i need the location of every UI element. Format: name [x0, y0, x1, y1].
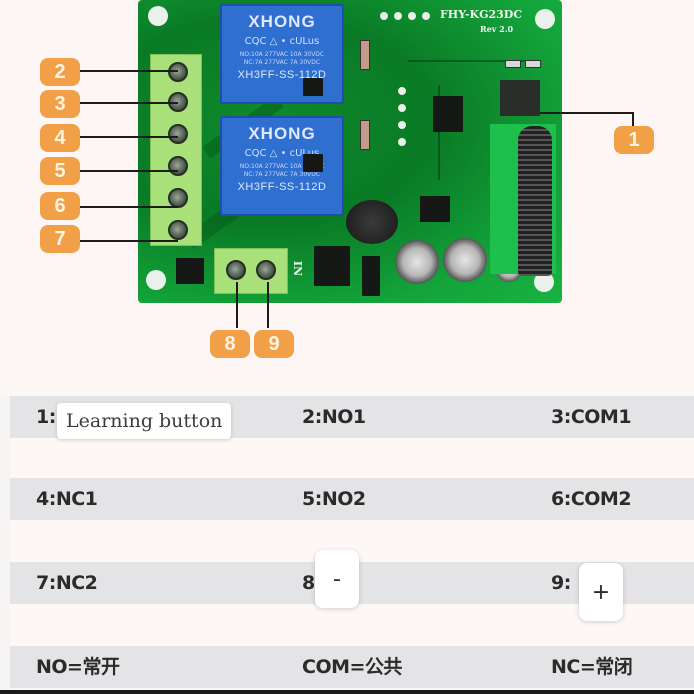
screw-terminal-4	[168, 124, 188, 144]
relay-2: XHONG CQC △ • cULus NO:10A 277VAC 10A 30…	[220, 116, 344, 216]
callout-1: 1	[614, 126, 654, 154]
learn-button-body	[500, 80, 540, 116]
capacitor	[395, 240, 439, 284]
capacitor	[346, 200, 398, 244]
mount-hole	[535, 9, 555, 29]
legend-nc: NC=常闭	[551, 656, 633, 678]
capacitor	[443, 238, 487, 282]
pin-2-cell: 2:NO1	[302, 406, 366, 428]
zoom-out-button[interactable]: -	[315, 550, 359, 608]
pin-6-cell: 6:COM2	[551, 488, 632, 510]
ic-chip	[433, 96, 463, 132]
bottom-edge	[0, 690, 694, 694]
board-model-label: FHY-KG23DC	[440, 8, 523, 21]
relay-1: XHONG CQC △ • cULus NO:10A 277VAC 10A 30…	[220, 4, 344, 104]
callout-3: 3	[40, 90, 80, 118]
pin-9-cell: 9:	[551, 572, 571, 594]
board-rev-label: Rev 2.0	[480, 24, 514, 34]
mount-hole	[148, 6, 168, 26]
translation-tooltip: Learning button	[57, 403, 232, 439]
callout-2: 2	[40, 58, 80, 86]
pin-7-cell: 7:NC2	[36, 572, 98, 594]
screw-terminal-7	[168, 220, 188, 240]
input-label: IN	[291, 260, 305, 277]
pin-5-cell: 5:NO2	[302, 488, 366, 510]
pin-4-cell: 4:NC1	[36, 488, 98, 510]
legend-row: NO=常开 COM=公共 NC=常闭	[10, 646, 694, 688]
mount-hole	[534, 272, 554, 292]
callout-9: 9	[254, 330, 294, 358]
product-image: XHONG CQC △ • cULus NO:10A 277VAC 10A 30…	[40, 0, 654, 358]
screw-terminal-2	[168, 62, 188, 82]
legend-com: COM=公共	[302, 656, 402, 678]
callout-7: 7	[40, 225, 80, 253]
antenna-coil	[518, 126, 552, 276]
screw-terminal-9	[256, 260, 276, 280]
pin-1-cell: 1:	[36, 406, 56, 428]
callout-8: 8	[210, 330, 250, 358]
zoom-in-button[interactable]: +	[579, 563, 623, 621]
callout-4: 4	[40, 124, 80, 152]
output-terminal-block	[150, 54, 202, 246]
table-row: 4:NC1 5:NO2 6:COM2	[10, 478, 694, 520]
relay-board: XHONG CQC △ • cULus NO:10A 277VAC 10A 30…	[138, 0, 562, 303]
callout-6: 6	[40, 192, 80, 220]
mount-hole	[146, 270, 166, 290]
legend-no: NO=常开	[36, 656, 120, 678]
screw-terminal-6	[168, 188, 188, 208]
screw-terminal-8	[226, 260, 246, 280]
pin-8-cell: 8	[302, 572, 315, 594]
screw-terminal-5	[168, 156, 188, 176]
pin-3-cell: 3:COM1	[551, 406, 632, 428]
callout-5: 5	[40, 157, 80, 185]
